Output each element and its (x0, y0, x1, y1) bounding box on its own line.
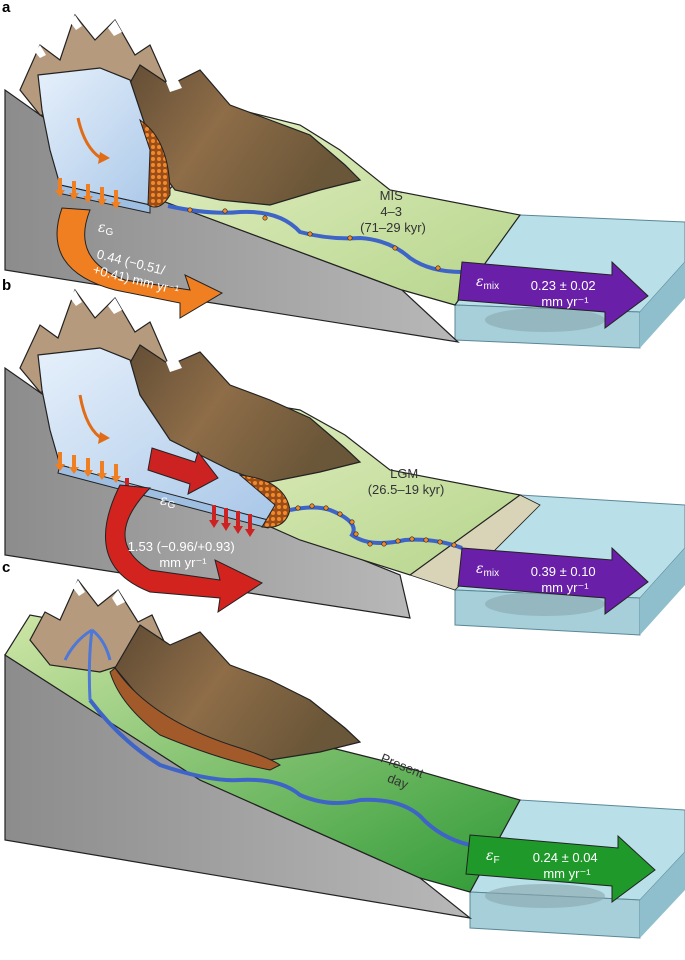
moraine-b (238, 474, 291, 528)
outlet-rate-a: 0.23 ± 0.02 mm yr⁻¹ (531, 278, 600, 309)
ice-advance-arrow-b (147, 447, 219, 495)
panel-c: c Present day εF 0.24 ± 0.04 mm yr⁻¹ (2, 559, 685, 939)
epsilon-g-symbol-a: εG (98, 220, 114, 238)
moraine-a (139, 118, 171, 208)
epsilon-mix-symbol-b: εmix (476, 561, 499, 579)
epsilon-g-symbol-b: εG (160, 493, 176, 511)
basal-erosion-arrows-a (55, 178, 121, 209)
glacial-rate-b: 1.53 (−0.96/+0.93) mm yr⁻¹ (128, 539, 239, 570)
panel-letter-c: c (2, 559, 10, 576)
river-tributaries-c (63, 628, 112, 701)
river-a (167, 204, 463, 274)
panel-letter-a: a (2, 0, 11, 16)
outlet-rate-c: 0.24 ± 0.04 mm yr⁻¹ (533, 850, 602, 881)
outlet-arrow-c (465, 834, 656, 903)
panel-b: b (2, 277, 685, 636)
period-label-b: LGM (26.5–19 kyr) (368, 466, 445, 497)
panel-letter-b: b (2, 277, 11, 294)
basal-erosion-arrows-b (55, 452, 121, 483)
river-c (88, 698, 471, 847)
epsilon-mix-symbol-a: εmix (476, 274, 499, 292)
glacial-erosion-arrow-a (56, 207, 224, 319)
moraine-remnant-c (109, 667, 281, 771)
period-label-a: MIS 4–3 (71–29 kyr) (360, 188, 426, 235)
panel-a: a (2, 0, 685, 349)
outlet-arrow-a (457, 260, 649, 329)
outlet-arrow-b (457, 546, 649, 615)
epsilon-f-symbol-c: εF (486, 848, 500, 866)
river-b (289, 505, 463, 550)
outlet-rate-b: 0.39 ± 0.10 mm yr⁻¹ (531, 564, 600, 595)
sediment-dots-b (295, 503, 457, 548)
glacial-erosion-arrow-b (105, 484, 264, 614)
sediment-dots-a (187, 207, 441, 271)
